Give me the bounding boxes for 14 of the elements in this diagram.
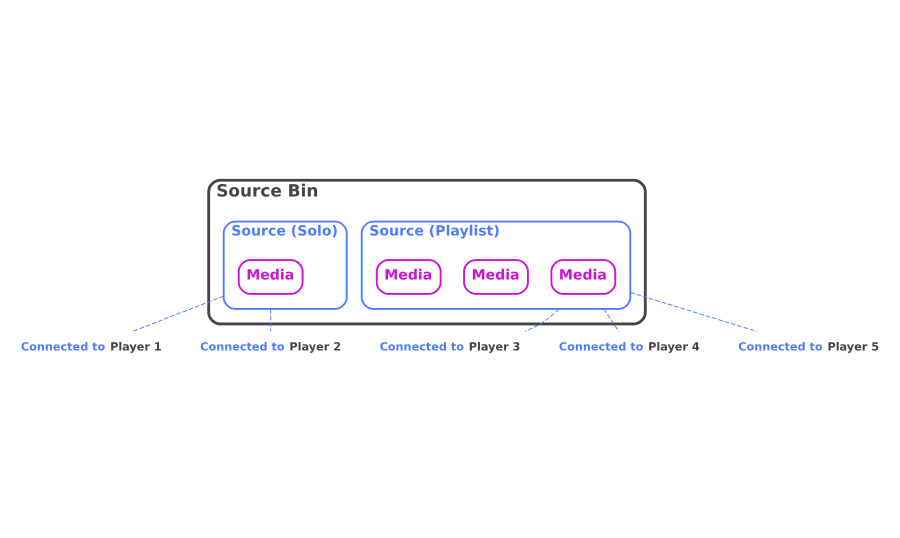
node-box: Media bbox=[238, 259, 304, 295]
node-box: Media bbox=[463, 259, 529, 295]
connector bbox=[270, 308, 272, 332]
connector bbox=[524, 308, 560, 332]
node-box: Media bbox=[376, 259, 442, 295]
connector bbox=[603, 308, 620, 332]
node-text: Connected to Player 3 bbox=[380, 340, 520, 354]
node-text: Connected to Player 1 bbox=[20, 340, 162, 354]
node-box: Media bbox=[550, 259, 616, 295]
connector bbox=[132, 296, 224, 332]
node-text: Connected to Player 5 bbox=[738, 340, 880, 354]
node-text: Connected to Player 4 bbox=[558, 340, 700, 354]
node-text: Connected to Player 2 bbox=[200, 340, 342, 354]
connector bbox=[630, 292, 758, 332]
